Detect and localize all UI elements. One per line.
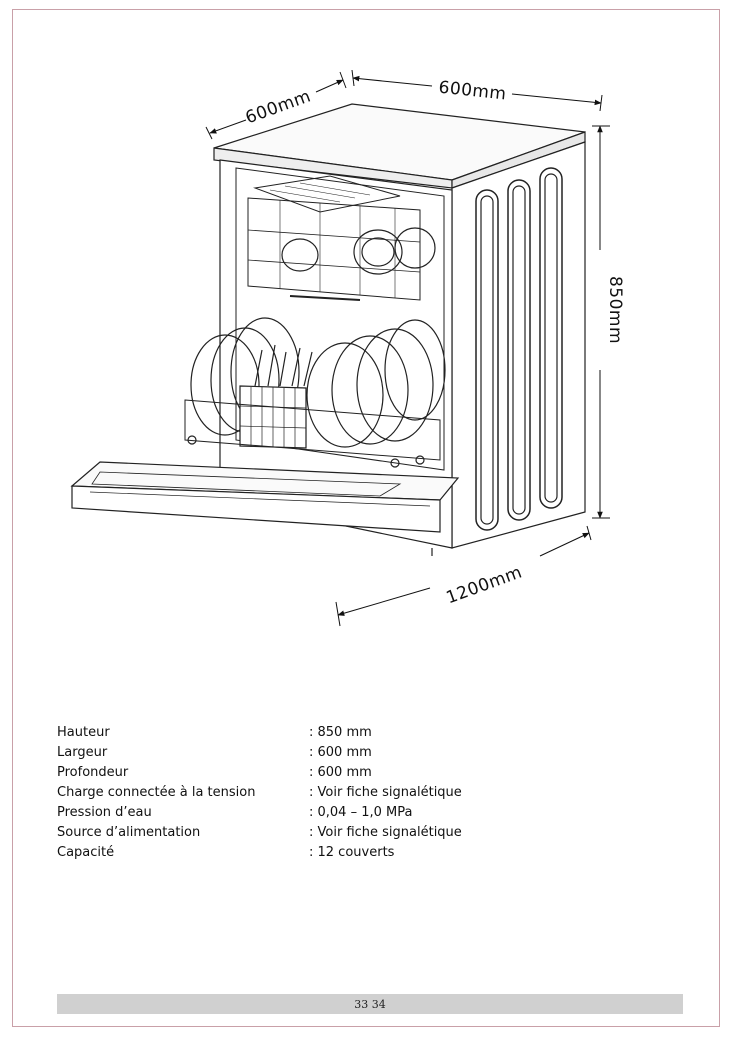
- spec-row-depth: Profondeur : 600 mm: [57, 763, 462, 783]
- specifications-list: Hauteur : 850 mm Largeur : 600 mm Profon…: [57, 723, 462, 863]
- page-footer: 33 34: [57, 994, 683, 1014]
- dishwasher-dimension-diagram: 600mm 600mm 850mm 1200mm: [70, 69, 625, 627]
- spec-value: : 600 mm: [309, 745, 372, 760]
- page-border: [12, 9, 720, 1027]
- width-dimension-label: 600mm: [438, 78, 508, 105]
- spec-value: : 12 couverts: [309, 845, 395, 860]
- dimension-lines: [205, 69, 610, 627]
- spec-row-connected-load: Charge connectée à la tension : Voir fic…: [57, 783, 462, 803]
- spec-row-water-pressure: Pression d’eau : 0,04 – 1,0 MPa: [57, 803, 462, 823]
- spec-label: Capacité: [57, 845, 115, 860]
- page-numbers: 33 34: [354, 997, 386, 1011]
- door-open-dimension-label: 1200mm: [444, 562, 525, 608]
- spec-value: : 600 mm: [309, 765, 372, 780]
- height-dimension-label: 850mm: [605, 276, 625, 344]
- spec-row-power-source: Source d’alimentation : Voir fiche signa…: [57, 823, 462, 843]
- spec-label: Largeur: [57, 745, 108, 760]
- spec-label: Source d’alimentation: [57, 825, 201, 840]
- dishwasher-illustration: [70, 103, 586, 556]
- spec-row-width: Largeur : 600 mm: [57, 743, 462, 763]
- spec-row-capacity: Capacité : 12 couverts: [57, 843, 462, 863]
- spec-label: Pression d’eau: [57, 805, 152, 820]
- spec-value: : 0,04 – 1,0 MPa: [309, 805, 413, 820]
- spec-value: : Voir fiche signalétique: [309, 785, 462, 800]
- spec-label: Charge connectée à la tension: [57, 785, 256, 800]
- spec-row-height: Hauteur : 850 mm: [57, 723, 462, 743]
- spec-label: Profondeur: [57, 765, 129, 780]
- spec-label: Hauteur: [57, 725, 110, 740]
- spec-value: : 850 mm: [309, 725, 372, 740]
- spec-value: : Voir fiche signalétique: [309, 825, 462, 840]
